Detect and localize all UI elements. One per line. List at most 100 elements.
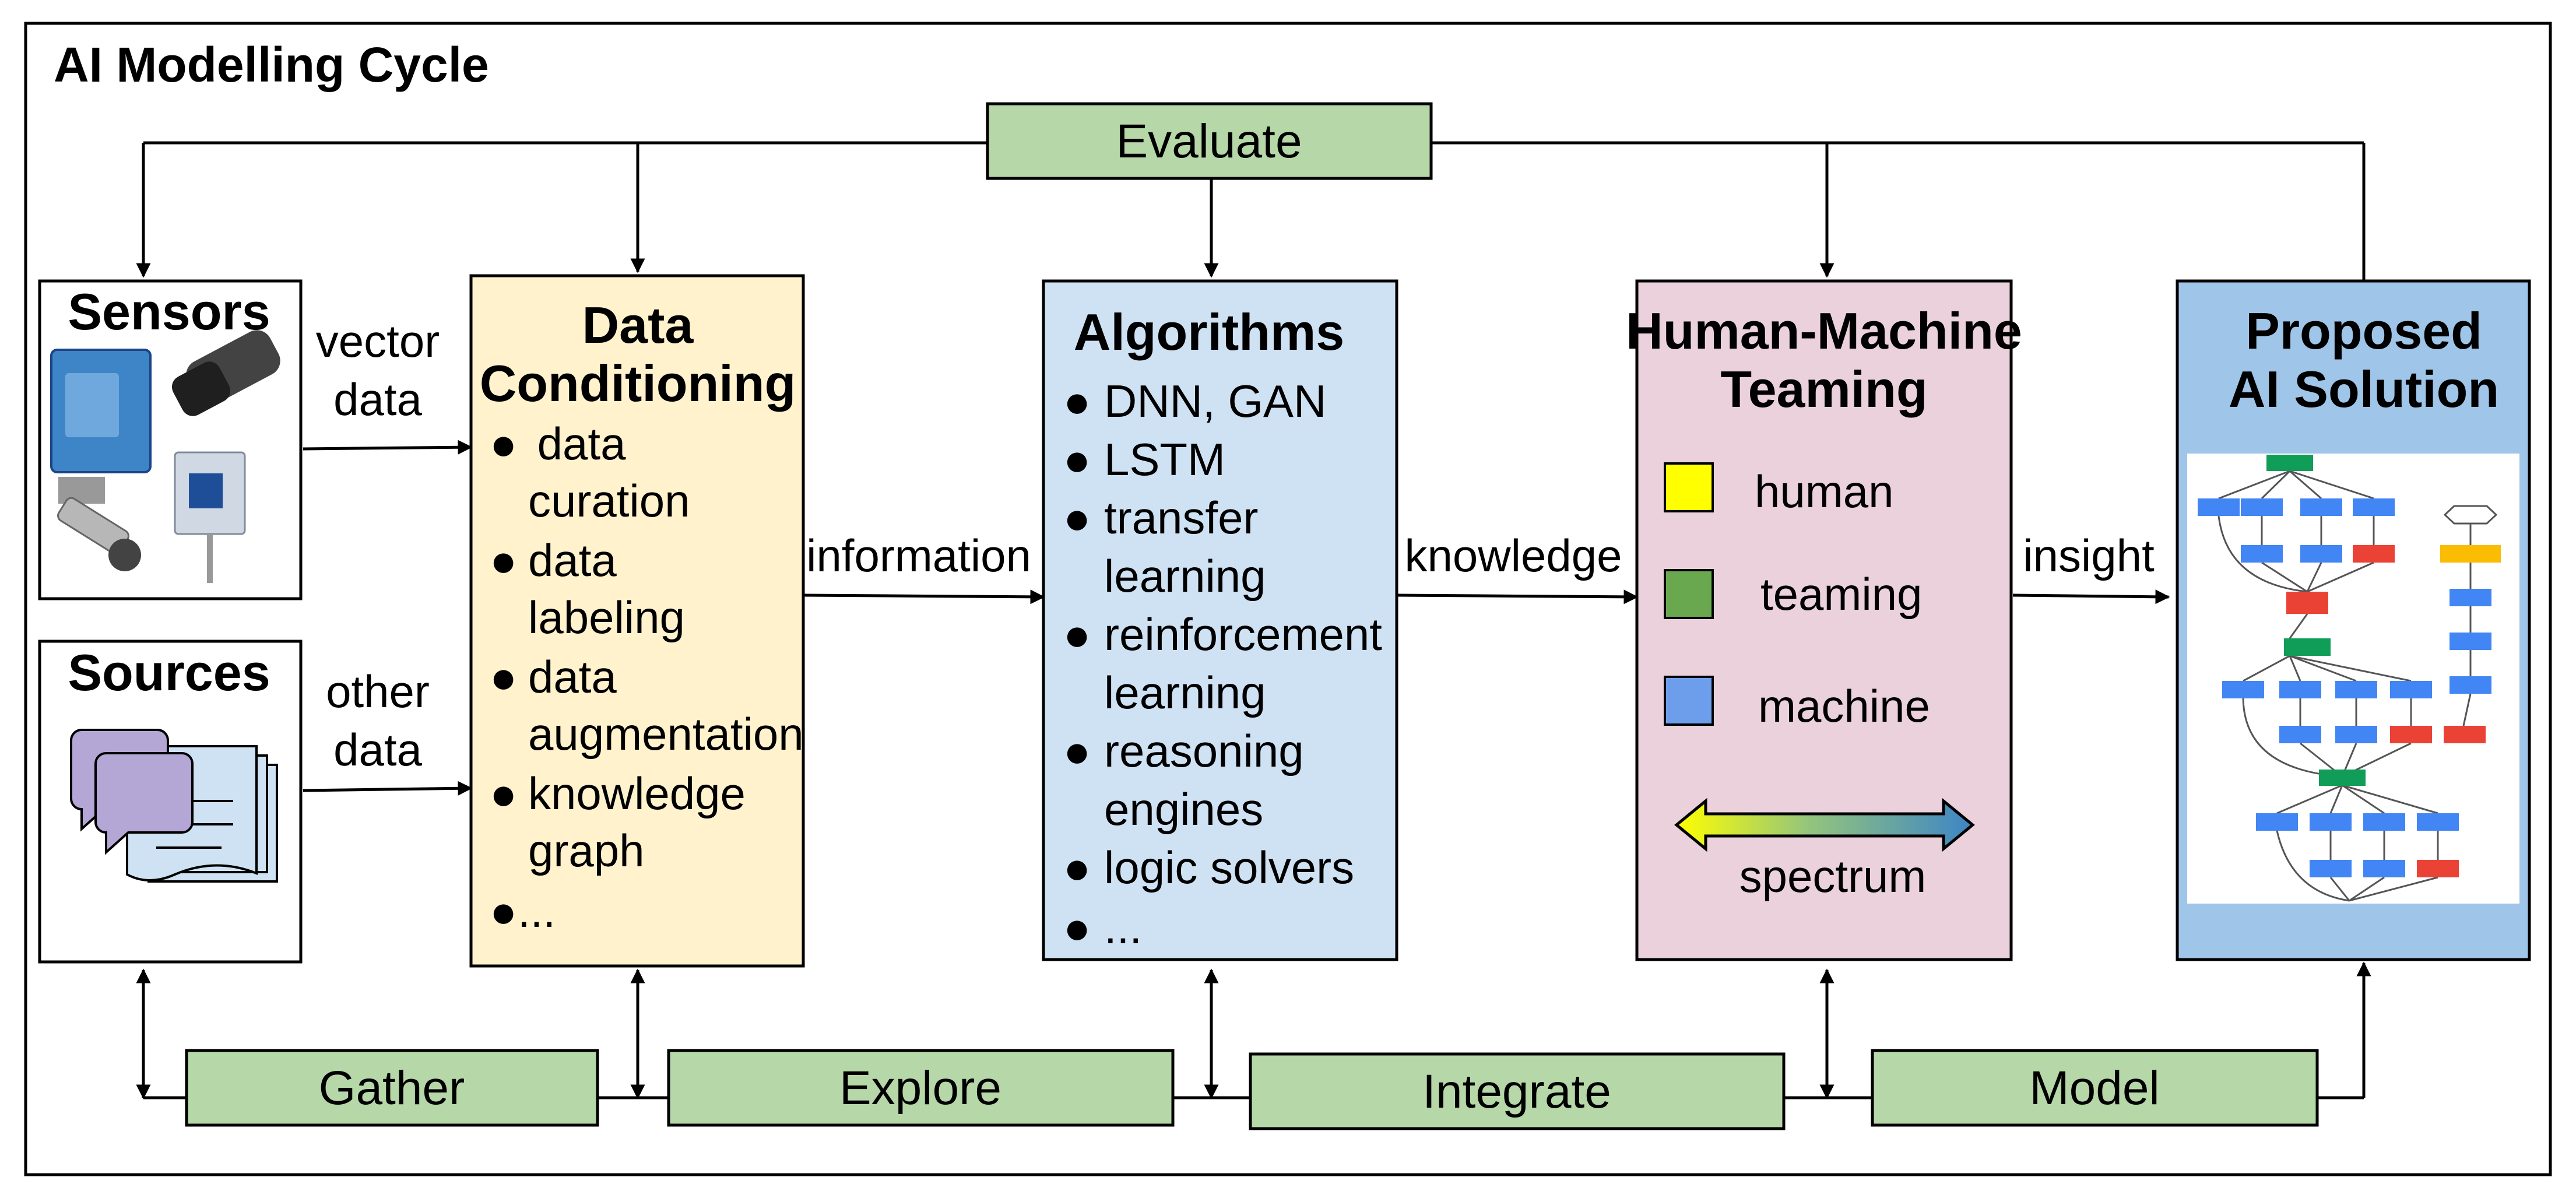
stage-gather: Gather [185,1049,599,1127]
human-swatch [1664,462,1714,512]
algorithms-item-2: ● LSTM [1063,434,1225,485]
solution-title-line-2: AI Solution [2229,360,2499,418]
conditioning-item-text: data [525,418,626,469]
algorithms-item-6: ● logic solvers [1063,842,1354,893]
diagram-title: AI Modelling Cycle [54,37,489,92]
gather-label: Gather [319,1062,465,1115]
spectrum-double-arrow-icon [1674,798,1975,852]
algorithms-item-text: engines [1104,784,1263,835]
conditioning-item-text: graph [528,825,645,876]
conditioning-item-2: ● data labeling [490,535,685,643]
data-conditioning-box: Data Conditioning ● data curation ● data… [469,274,805,968]
conditioning-item-1: ● data curation [490,418,690,526]
algorithms-item-text: ... [1104,902,1142,953]
algorithms-item-text: reinforcement [1104,609,1382,660]
vector-data-arrow [303,440,473,455]
conditioning-item-text: knowledge [528,768,746,819]
solution-title-line-1: Proposed [2245,302,2482,360]
bullet: ● [1063,902,1091,953]
gather-box [185,1049,599,1127]
sources-title: Sources [68,644,270,701]
network-softmax-activation-node [2440,545,2501,563]
stage-evaluate: Evaluate [986,102,1433,180]
bullet: ● [1063,842,1091,893]
evaluate-feedback-lines [136,141,2366,281]
explore-box [667,1049,1175,1127]
outer-frame [24,22,2552,1176]
sources-box: Sources [38,640,303,964]
algorithms-item-text: reasoning [1104,725,1304,777]
algorithms-item-text: learning [1104,667,1266,718]
algorithms-item-5: ● reasoning engines [1063,725,1304,835]
legend-human-label: human [1755,466,1894,517]
sensors-image [50,330,280,583]
conditioning-item-4: ● knowledge graph [490,768,746,876]
bullet: ● [1063,725,1091,777]
knowledge-arrow [1397,589,1639,605]
network-pool-nodes [2286,545,2486,877]
vector-data-label-line-2: data [333,374,422,425]
algorithms-item-1: ● DNN, GAN [1063,375,1326,427]
sensors-title: Sensors [68,283,270,340]
bullet: ● [490,418,517,469]
bullet: ● [1063,492,1091,543]
legend-machine: machine [1664,676,1930,732]
other-data-label-line-2: data [333,724,422,775]
bullet: ● [1063,434,1091,485]
bullet: ● [490,768,517,819]
network-concat-nodes [2266,455,2366,786]
explore-label: Explore [839,1062,1001,1115]
algorithms-item-4: ● reinforcement learning [1063,609,1382,718]
spectrum-label: spectrum [1739,851,1927,902]
insight-label: insight [2023,530,2155,581]
other-data-arrow [303,781,473,796]
stage-explore: Explore [667,1049,1175,1127]
algorithms-item-3: ● transfer learning [1063,492,1266,602]
algorithms-item-7: ● ... [1063,902,1142,953]
neural-network-diagram-image [2187,454,2519,904]
algorithms-title: Algorithms [1074,303,1344,361]
network-output-node [2443,505,2498,525]
legend-machine-label: machine [1758,680,1930,732]
knowledge-label: knowledge [1405,530,1622,581]
teaming-title-line-1: Human-Machine [1626,302,2022,360]
insight-arrow [2012,589,2170,605]
model-label: Model [2029,1062,2159,1115]
stage-integrate: Integrate [1249,1052,1786,1130]
evaluate-label: Evaluate [1116,115,1302,168]
bullet: ● [490,886,517,937]
algorithms-item-text: logic solvers [1104,842,1354,893]
legend-human: human [1664,462,1894,517]
algorithms-item-text: learning [1104,550,1266,602]
evaluate-box [986,102,1433,180]
conditioning-title-line-2: Conditioning [480,354,796,412]
algorithms-item-text: LSTM [1104,434,1225,485]
network-conv-nodes [2198,498,2491,877]
integrate-label: Integrate [1422,1065,1611,1118]
information-arrow [804,589,1045,605]
teaming-swatch [1664,569,1714,619]
machine-swatch [1664,676,1714,726]
bottom-process-lines [136,961,2371,1099]
conditioning-title-line-1: Data [582,296,694,354]
teaming-box: Human-Machine Teaming human teaming mach… [1626,279,2022,961]
conditioning-item-5: ● ... [490,886,556,937]
integrate-box [1249,1052,1786,1130]
information-label: information [806,530,1031,581]
legend-teaming: teaming [1664,568,1923,620]
conditioning-item-text: data [528,651,617,702]
vector-data-label-line-1: vector [316,315,440,367]
bullet: ● [490,651,517,702]
bullet: ● [490,535,517,586]
conditioning-item-text: augmentation [528,708,804,760]
teaming-title-line-2: Teaming [1720,360,1927,418]
conditioning-item-text: curation [528,475,690,526]
algorithms-item-text: DNN, GAN [1104,375,1326,427]
algorithms-box: Algorithms ● DNN, GAN ● LSTM ● transfer … [1042,279,1398,961]
conditioning-item-3: ● data augmentation [490,651,804,760]
conditioning-item-text: data [528,535,617,586]
conditioning-item-text: ... [518,886,556,937]
other-data-label-line-1: other [326,666,430,717]
solution-box: Proposed AI Solution [2176,279,2531,961]
